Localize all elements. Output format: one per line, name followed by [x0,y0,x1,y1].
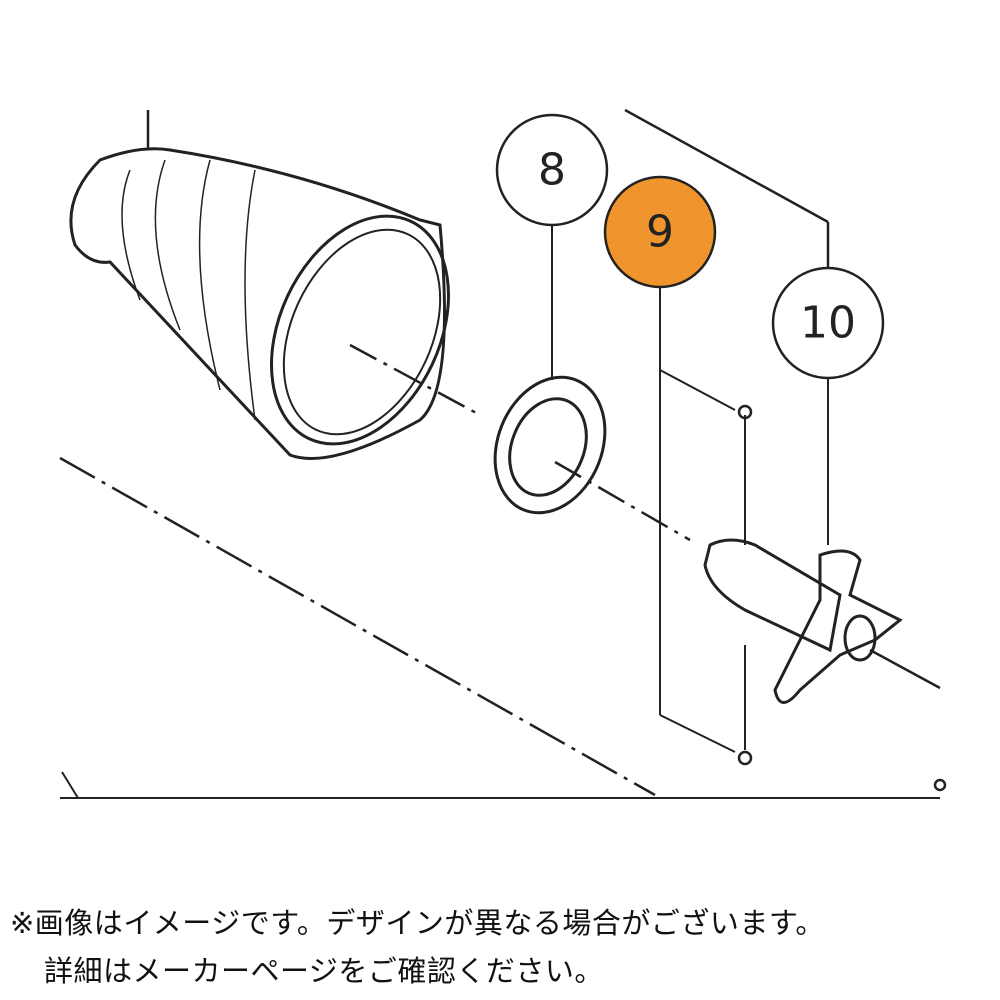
callout-9: 9 [603,175,717,289]
leader-lines [551,225,829,753]
disclaimer-note: ※画像はイメージです。デザインが異なる場合がございます。 [10,906,825,940]
details-note: 詳細はメーカーページをご確認ください。 [44,954,604,988]
cover-part [69,147,481,460]
parts-diagram: 8 9 10 [59,108,947,799]
callout-label-10: 10 [800,298,856,349]
callout-8: 8 [495,113,609,227]
callout-label-8: 8 [538,145,566,196]
knob-part [703,404,947,792]
callout-10: 10 [771,266,885,380]
callout-label-9: 9 [646,207,674,258]
washer-part [493,375,691,542]
frame-lines [59,108,940,799]
